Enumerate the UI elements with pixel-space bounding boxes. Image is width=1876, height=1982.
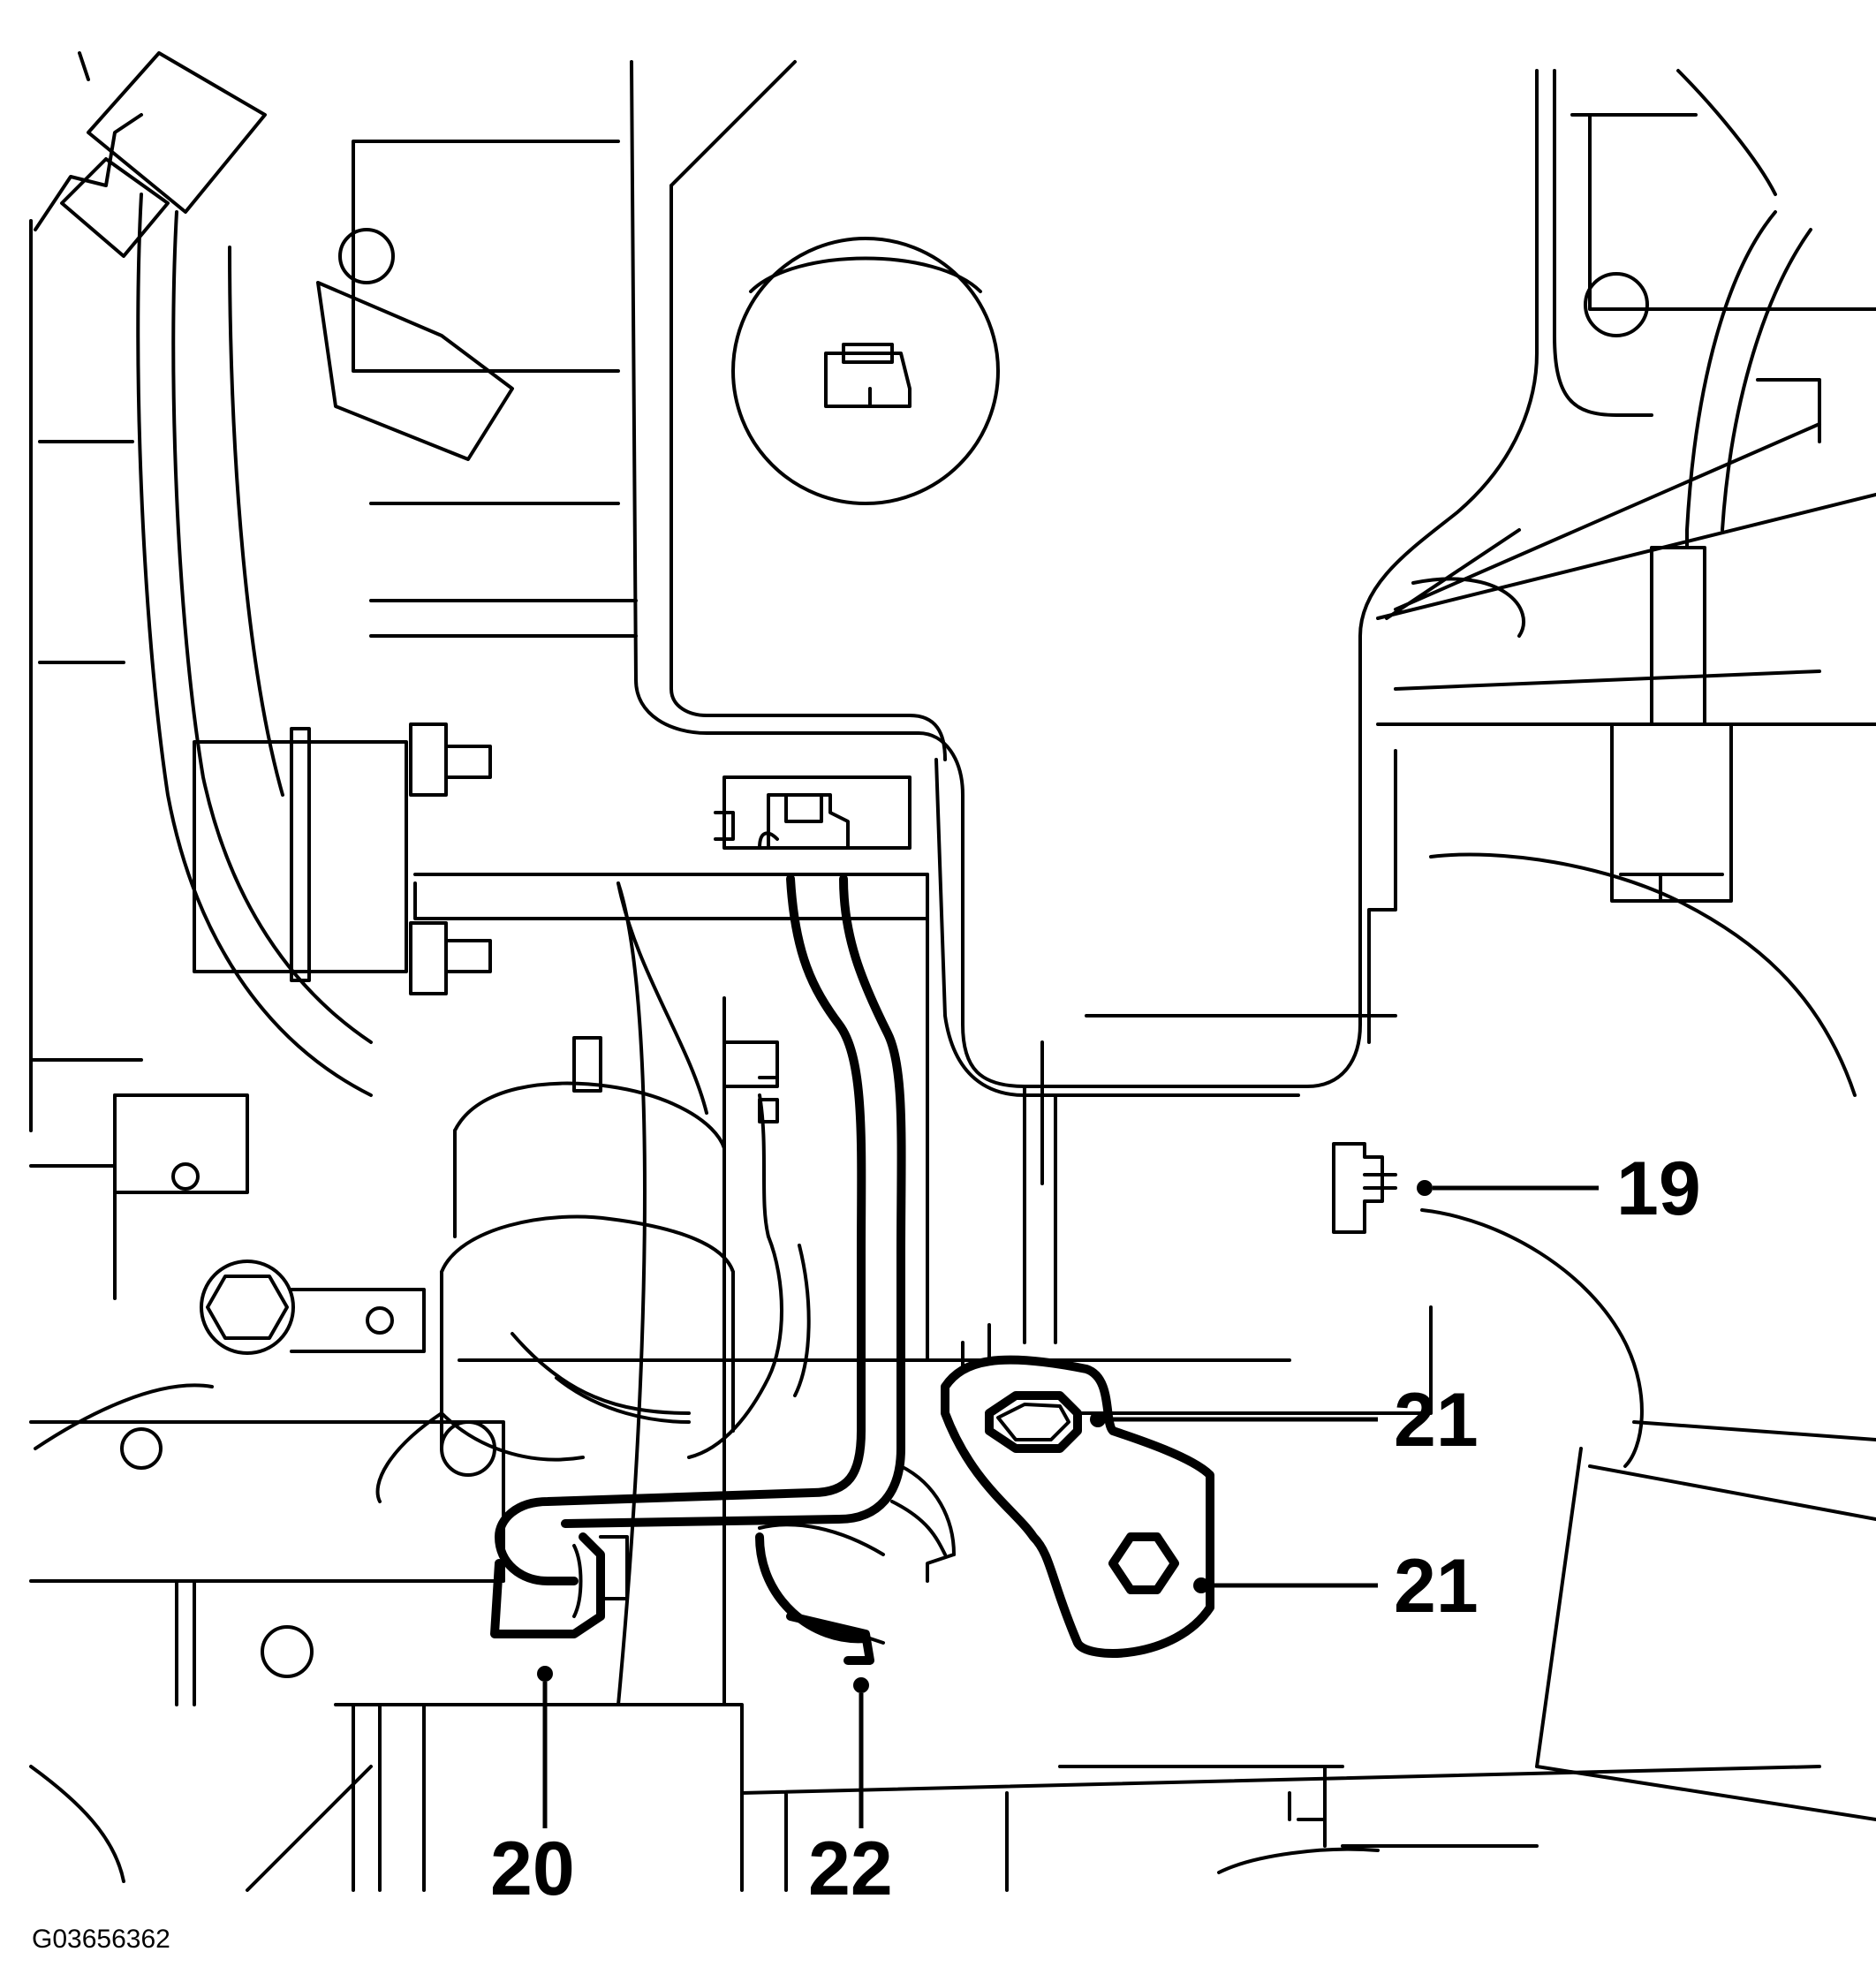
sensor-19 (1332, 1142, 1397, 1234)
callout-leaders (537, 1180, 1599, 1828)
callout-19: 19 (1616, 1146, 1701, 1231)
leader-dot-21a (1090, 1411, 1106, 1427)
receiver-dryer (375, 1036, 779, 1503)
callout-20: 20 (490, 1827, 575, 1911)
refrigerant-pipes (490, 874, 1214, 1665)
left-mounting-bracket (193, 722, 492, 995)
leader-dot-19 (1417, 1180, 1433, 1196)
figure-id-label: G03656362 (32, 1925, 170, 1954)
callout-22: 22 (808, 1827, 893, 1911)
callout-21-upper: 21 (1394, 1378, 1479, 1463)
callout-21-lower: 21 (1394, 1544, 1479, 1629)
leader-dot-20 (537, 1666, 553, 1682)
leader-dot-22 (853, 1677, 869, 1693)
pressure-switch (714, 775, 912, 850)
leader-dot-21b (1193, 1577, 1209, 1593)
background-structure (29, 51, 1876, 1892)
